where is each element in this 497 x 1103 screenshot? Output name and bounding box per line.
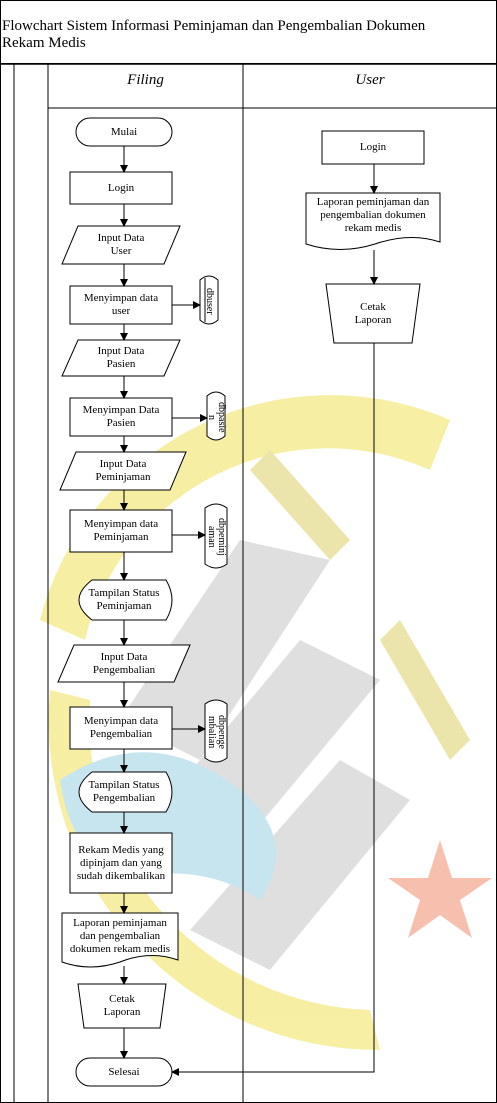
user-laporan-document	[305, 192, 441, 250]
simpan-pengembalian-label: Menyimpan data Pengembalian	[83, 715, 159, 740]
status-pengembalian-label: Tampilan Status Pengembalian	[88, 779, 160, 804]
input-peminjaman-label: Input Data Peminjaman	[95, 458, 151, 483]
db-user-cylinder	[199, 275, 219, 325]
simpan-pasien-process	[69, 397, 173, 437]
db-pasien-label: dbpasie n	[206, 401, 227, 433]
simpan-peminjaman-label: Menyimpan data Peminjaman	[83, 518, 159, 543]
cetak-label: Cetak Laporan	[103, 993, 141, 1018]
watermark-star	[388, 840, 492, 938]
db-pengembalian-cylinder	[204, 699, 228, 763]
status-peminjaman-label: Tampilan Status Peminjaman	[88, 587, 160, 612]
input-user-data	[61, 225, 181, 265]
user-login-process	[321, 130, 425, 165]
simpan-user-label: Menyimpan data user	[83, 292, 159, 317]
user-cetak-manual	[325, 283, 421, 344]
db-peminjaman-label: dbpeminj aman	[206, 518, 227, 556]
user-login-label: Login	[359, 141, 387, 153]
simpan-pasien-label: Menyimpan Data Pasien	[82, 404, 160, 429]
simpan-peminjaman-process	[69, 509, 173, 553]
db-pasien-cylinder	[206, 391, 226, 441]
login-label: Login	[107, 181, 135, 194]
laporan-document	[61, 912, 179, 968]
cetak-manual	[77, 983, 167, 1029]
input-pengembalian-label: Input Data Pengembalian	[92, 650, 156, 676]
watermark-wing-gray-1	[120, 540, 330, 760]
selesai-label: Selesai	[108, 1065, 140, 1078]
diagram-title: Flowchart Sistem Informasi Peminjaman da…	[0, 0, 497, 64]
input-user-label: Input Data User	[97, 232, 145, 257]
lane-header-user: User	[355, 72, 385, 88]
rekam-medis-label: Rekam Medis yang dipinjam dan yang sudah…	[76, 843, 166, 882]
watermark-text-arc	[250, 450, 350, 560]
laporan-label: Laporan peminjaman dan pengembalian doku…	[69, 916, 171, 955]
arrow-user-cetak-selesai	[171, 343, 375, 1076]
watermark-text-arc-2	[380, 620, 470, 760]
input-pasien-label: Input Data Pasien	[97, 345, 145, 370]
user-cetak-label: Cetak Laporan	[354, 300, 392, 326]
simpan-user-process	[69, 285, 173, 325]
mulai-label: Mulai	[110, 125, 138, 138]
input-pasien-data	[61, 339, 181, 377]
rekam-medis-process	[69, 832, 173, 894]
simpan-pengembalian-process	[69, 706, 173, 750]
input-peminjaman-data	[59, 451, 187, 491]
status-peminjaman-display	[78, 579, 173, 621]
db-peminjaman-cylinder	[204, 503, 228, 569]
db-pengembalian-label: dbpenge mbalian	[206, 715, 227, 749]
lane-header-filing: Filing	[127, 72, 164, 88]
watermark-wing-gray-3	[190, 760, 410, 970]
input-pengembalian-data	[57, 644, 191, 683]
db-user-label: dbuser	[204, 287, 215, 315]
status-pengembalian-display	[78, 771, 173, 813]
user-laporan-label: Laporan peminjaman dan pengembalian doku…	[316, 195, 430, 234]
